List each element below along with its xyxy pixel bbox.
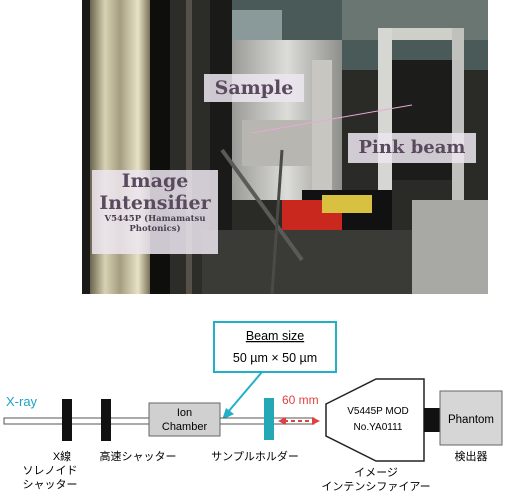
phantom-label: Phantom <box>448 414 494 426</box>
caption-sample-holder: サンプルホルダー <box>211 449 299 463</box>
solenoid-shutter <box>62 399 72 441</box>
pink-beam-label: Pink beam <box>348 133 476 163</box>
sample-holder <box>264 398 274 440</box>
ii-label-line1: Image <box>121 170 189 192</box>
callout-arrowhead <box>222 408 234 420</box>
ii-label-model: V5445P (Hamamatsu <box>104 214 206 224</box>
sample-label: Sample <box>204 74 304 102</box>
callout-line <box>227 371 263 413</box>
caption-shutter-line3: シャッター <box>23 478 78 491</box>
ion-chamber <box>148 402 221 437</box>
caption-ii-line1: イメージ <box>354 467 398 479</box>
caption-shutter-line1: X線 <box>53 449 71 463</box>
distance-arrow-right <box>312 417 320 425</box>
beam-size-value: 50 µm × 50 µm <box>233 351 317 365</box>
beam-size-callout <box>213 321 337 373</box>
ii-box-line1: V5445P MOD <box>347 406 409 417</box>
image-intensifier-shape <box>325 378 425 462</box>
image-intensifier-label: Image Intensifier V5445P (Hamamatsu Phot… <box>92 170 218 254</box>
ii-label-maker: Photonics) <box>129 224 181 234</box>
ii-box-line2: No.YA0111 <box>354 422 403 433</box>
phantom-detector <box>439 390 503 446</box>
beamline-schematic: Beam size 50 µm × 50 µm X-ray Ion Chambe… <box>3 321 503 493</box>
fast-shutter <box>101 399 111 441</box>
ion-chamber-line2: Chamber <box>162 421 208 433</box>
ii-label-line2: Intensifier <box>99 192 211 214</box>
distance-arrow-left <box>278 417 286 425</box>
caption-fast-shutter: 高速シャッター <box>100 449 177 463</box>
ii-connector <box>424 408 440 432</box>
distance-label: 60 mm <box>282 393 319 407</box>
caption-shutter-line2: ソレノイド <box>23 465 78 477</box>
ion-chamber-line1: Ion <box>177 407 192 419</box>
beam-size-title: Beam size <box>246 329 304 343</box>
caption-detector: 検出器 <box>455 449 488 463</box>
caption-ii-line2: インテンシファイアー <box>321 481 430 493</box>
xray-label: X-ray <box>6 394 38 409</box>
